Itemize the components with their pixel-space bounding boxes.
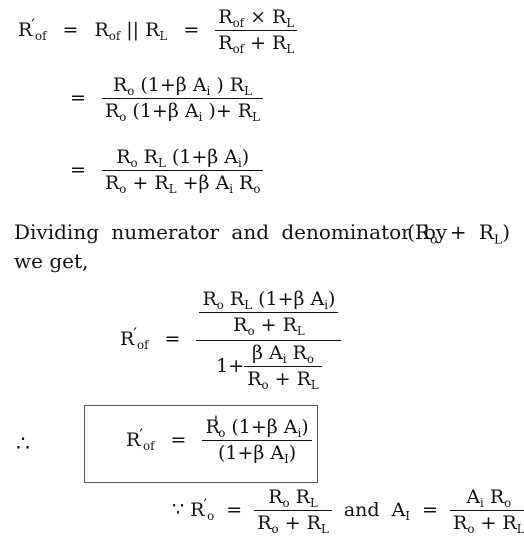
eq3-numerator: Ro RL (1+β Ai) (101, 148, 264, 171)
eq2-numerator: Ro (1+β Ai ) RL (101, 76, 263, 99)
eq6-lhs: R′o (190, 494, 215, 523)
equation-5: R′of = R'o (1+β Ai) (1+β AI) (126, 414, 312, 467)
eq4-sub-numerator: β Ai Ro (244, 344, 322, 367)
equation-3: = Ro RL (1+β Ai) Ro + RL +β Ai Ro (60, 148, 264, 197)
eq5-equals: = (170, 428, 187, 451)
eq6-numerator-1: Ro RL (254, 488, 332, 511)
eq3-fraction: Ro RL (1+β Ai) Ro + RL +β Ai Ro (101, 148, 264, 197)
eq1-fraction: Rof × RL Rof + RL (215, 8, 298, 57)
eq4-denominator: 1+ β Ai Ro Ro + RL (196, 341, 341, 393)
eq5-denominator: (1+β AI) (217, 442, 297, 467)
eq4-sub-fraction: β Ai Ro Ro + RL (244, 344, 322, 393)
eq6-equals: = (226, 498, 243, 521)
eq1-middle: Rof || RL (94, 18, 168, 43)
eq4-lhs: R′of (120, 324, 149, 353)
eq1-lhs: R′of (18, 14, 47, 43)
eq4-inner-fraction: Ro RL (1+β Ai) Ro + RL (199, 290, 339, 339)
eq2-equals: = (70, 86, 86, 109)
eq1-denominator: Rof + RL (218, 32, 295, 57)
eq1-equals-2: = (183, 18, 200, 41)
eq4-fraction: Ro RL (1+β Ai) Ro + RL 1+ β Ai Ro Ro + R… (196, 290, 342, 393)
eq5-numerator: R'o (1+β Ai) (202, 414, 312, 441)
eq5-fraction: R'o (1+β Ai) (1+β AI) (202, 414, 312, 467)
eq3-denominator: Ro + RL +β Ai Ro (104, 172, 261, 197)
eq4-numerator: Ro RL (1+β Ai) Ro + RL (196, 290, 342, 341)
equation-4: R′of = Ro RL (1+β Ai) Ro + RL 1+ β Ai Ro… (120, 290, 342, 393)
eq1-equals: = (62, 18, 79, 41)
eq4-equals: = (164, 328, 181, 350)
eq6-numerator-2: Ai Ro (450, 488, 524, 511)
equation-6: ∵ R′o = Ro RL Ro + RL and AI = Ai Ro Ro … (172, 488, 524, 537)
eq6-because: ∵ (172, 498, 185, 521)
equation-2: = Ro (1+β Ai ) RL Ro (1+β Ai )+ RL (60, 76, 263, 125)
eq6-and: and (343, 498, 380, 521)
result-box (84, 405, 318, 483)
eq2-fraction: Ro (1+β Ai ) RL Ro (1+β Ai )+ RL (101, 76, 263, 125)
eq6-fraction-1: Ro RL Ro + RL (254, 488, 332, 537)
equation-1: R′of = Rof || RL = Rof × RL Rof + RL (18, 8, 298, 57)
paragraph-we-get: we get, (14, 249, 89, 273)
eq6-equals-2: = (422, 498, 438, 521)
eq4-sub-denominator: Ro + RL (247, 368, 319, 393)
eq2-denominator: Ro (1+β Ai )+ RL (104, 100, 260, 125)
eq1-numerator: Rof × RL (215, 8, 298, 31)
eq6-denominator-1: Ro + RL (257, 512, 329, 537)
eq6-denominator-2: Ro + RL (453, 512, 524, 537)
eq4-one-plus: 1+ (216, 355, 245, 377)
eq6-a-lhs: AI (391, 498, 410, 523)
eq4-inner-denominator: Ro + RL (233, 314, 305, 339)
eq6-fraction-2: Ai Ro Ro + RL (450, 488, 524, 537)
therefore-symbol: ∴ (16, 432, 30, 457)
eq4-inner-numerator: Ro RL (1+β Ai) (199, 290, 339, 313)
eq3-equals: = (70, 158, 86, 181)
paren-expression: (Ro + RL) (407, 220, 510, 247)
paragraph-dividing: Dividing numerator and denominator by (R… (14, 220, 510, 247)
eq5-lhs: R′of (126, 424, 155, 453)
